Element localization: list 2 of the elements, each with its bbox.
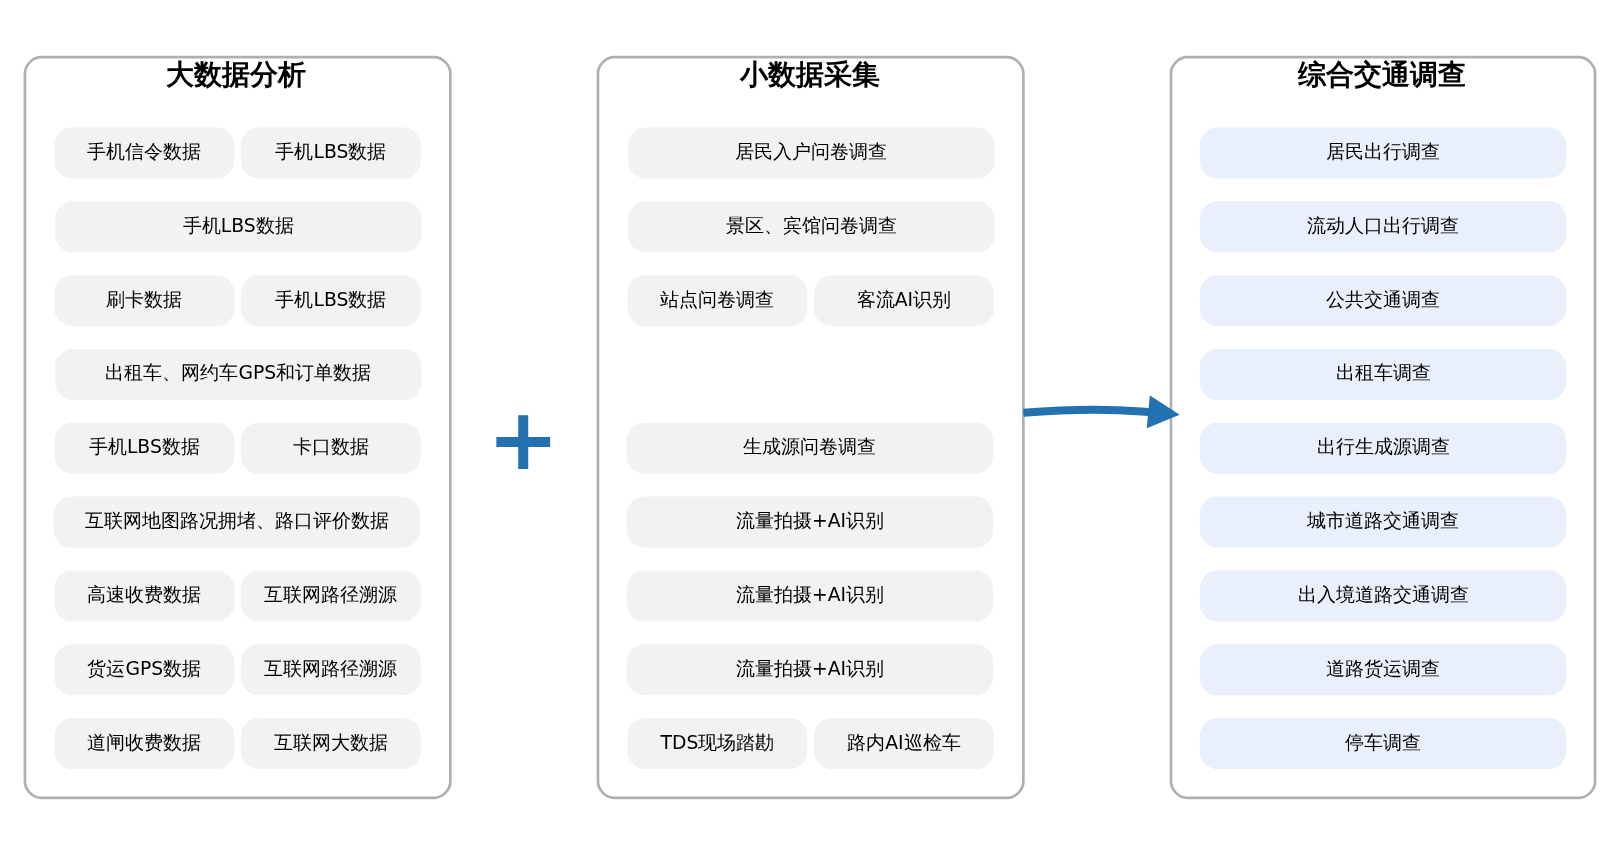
arrow xyxy=(1023,395,1180,429)
label: + xyxy=(487,388,560,489)
